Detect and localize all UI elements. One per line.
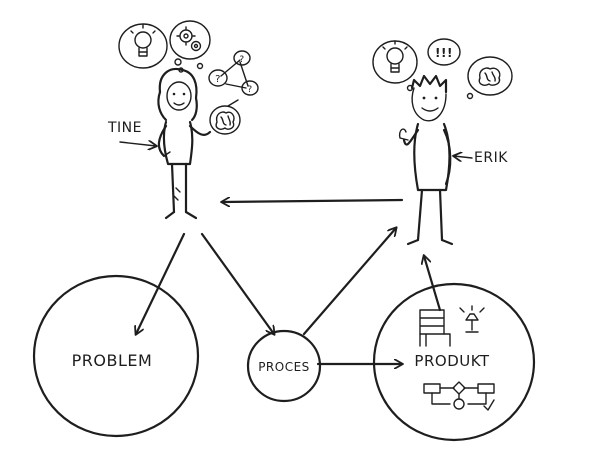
lamp-icon: [459, 305, 485, 333]
person-tine: [157, 67, 212, 220]
question-bubble: [233, 50, 251, 66]
gears-icon: [176, 26, 202, 52]
label-proces: PROCES: [258, 360, 310, 374]
pointer-arrow-erik: [454, 156, 473, 158]
arrow-erik-to-tine: [222, 200, 404, 202]
person-erik: [398, 74, 454, 246]
pointer-arrow-tine: [119, 142, 156, 146]
question-mark: ?: [247, 85, 252, 95]
brain-icon: [478, 67, 501, 86]
brain-icon: [215, 111, 235, 130]
flowchart-icon: [423, 381, 495, 411]
question-mark: ?: [239, 55, 244, 65]
erik-thought-bubbles: !!!: [372, 38, 513, 100]
arrow-tine-to-problem: [136, 232, 186, 334]
label-produkt: PRODUKT: [414, 352, 489, 370]
question-mark: ?: [215, 74, 221, 85]
label-erik: ERIK: [474, 150, 508, 166]
lightbulb-icon: [382, 40, 408, 73]
arrow-proces-to-erik: [302, 228, 396, 336]
thought-bubble-idea: [118, 23, 168, 69]
exclamation-marks: !!!: [435, 46, 453, 60]
circle-proces: PROCES: [246, 329, 322, 403]
arrow-produkt-to-erik: [424, 256, 442, 312]
chair-icon: [419, 309, 451, 347]
label-problem: PROBLEM: [72, 351, 153, 370]
thought-bubble-gears: [169, 20, 211, 60]
arrow-tine-to-proces: [200, 232, 274, 334]
label-tine: TINE: [107, 120, 142, 136]
tine-thought-bubbles: ? ? ?: [118, 20, 259, 135]
circle-problem: PROBLEM: [32, 274, 200, 438]
question-bubble: [208, 69, 228, 87]
circle-produkt: PRODUKT: [372, 282, 536, 442]
thought-bubble-brain: [209, 105, 241, 135]
thought-bubble-brain: [467, 56, 513, 96]
thought-bubble-idea: [372, 40, 418, 84]
thought-bubble-exclamation: [427, 38, 461, 66]
question-bubble: [241, 80, 259, 96]
lightbulb-icon: [130, 24, 156, 57]
